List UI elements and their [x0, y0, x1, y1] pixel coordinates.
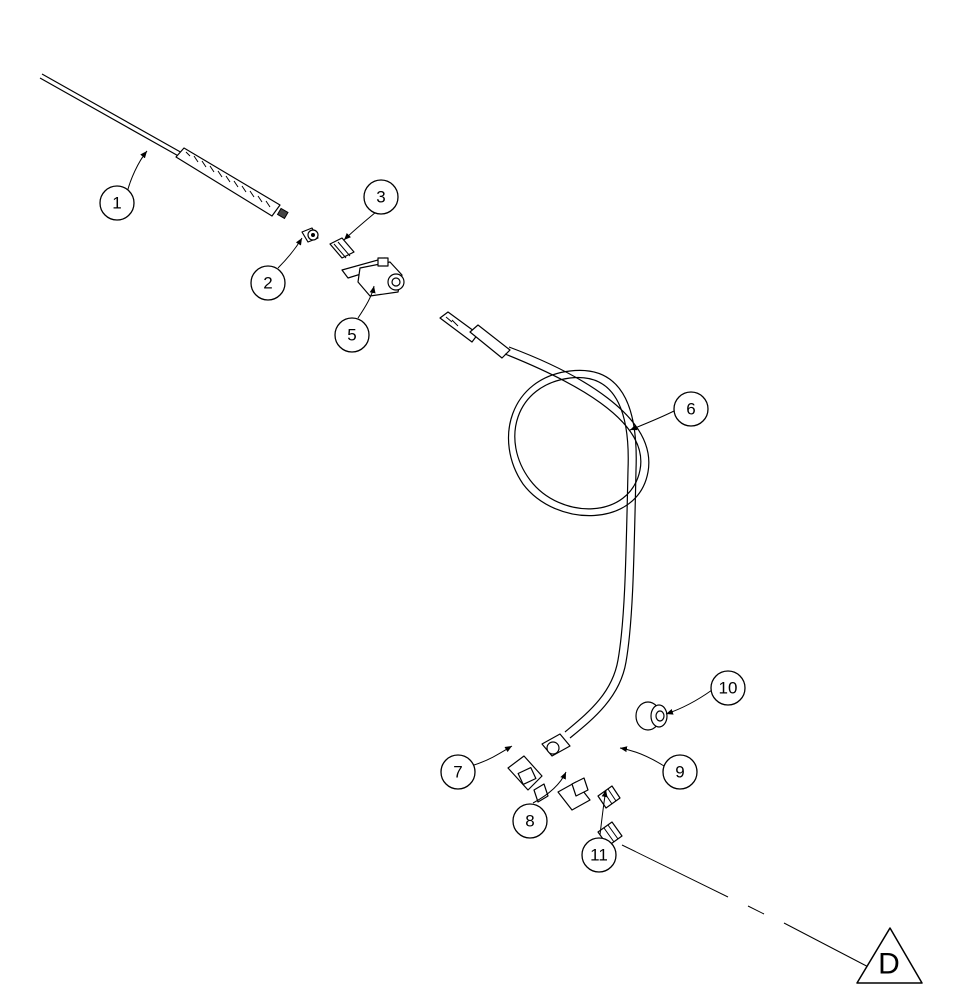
callout-5: 5	[334, 317, 370, 353]
grommet-part	[635, 701, 668, 731]
callout-7-label: 7	[453, 763, 462, 782]
callout-8: 8	[512, 803, 548, 839]
callout-3: 3	[363, 179, 399, 215]
elbow-fitting-part	[507, 755, 549, 803]
reference-triangle-label: D	[878, 948, 900, 981]
reference-line	[621, 844, 879, 973]
callout-9-label: 9	[675, 763, 684, 782]
callout-2-label: 2	[263, 274, 272, 293]
callout-3-label: 3	[376, 188, 385, 207]
spray-wand-part	[39, 73, 289, 220]
callout-1: 1	[99, 185, 135, 221]
reference-triangle-d: D	[856, 927, 923, 984]
callout-6-label: 6	[686, 400, 695, 419]
hose-assembly-part	[439, 311, 650, 757]
nozzle-part	[301, 227, 319, 243]
callout-10: 10	[710, 670, 746, 706]
ball-valve-part	[341, 257, 405, 297]
callout-1-label: 1	[112, 194, 121, 213]
callout-6: 6	[673, 391, 709, 427]
tee-fitting-part	[557, 777, 591, 811]
callout-2: 2	[250, 265, 286, 301]
callout-11: 11	[581, 837, 617, 873]
callout-5-label: 5	[347, 326, 356, 345]
callout-7: 7	[440, 754, 476, 790]
nipple-part-9	[597, 785, 621, 809]
callout-11-label: 11	[590, 846, 608, 865]
callout-8-label: 8	[525, 812, 534, 831]
callout-9: 9	[662, 754, 698, 790]
callout-10-label: 10	[719, 679, 738, 698]
leader-lines	[126, 150, 713, 836]
fitting-part-3	[329, 237, 355, 259]
